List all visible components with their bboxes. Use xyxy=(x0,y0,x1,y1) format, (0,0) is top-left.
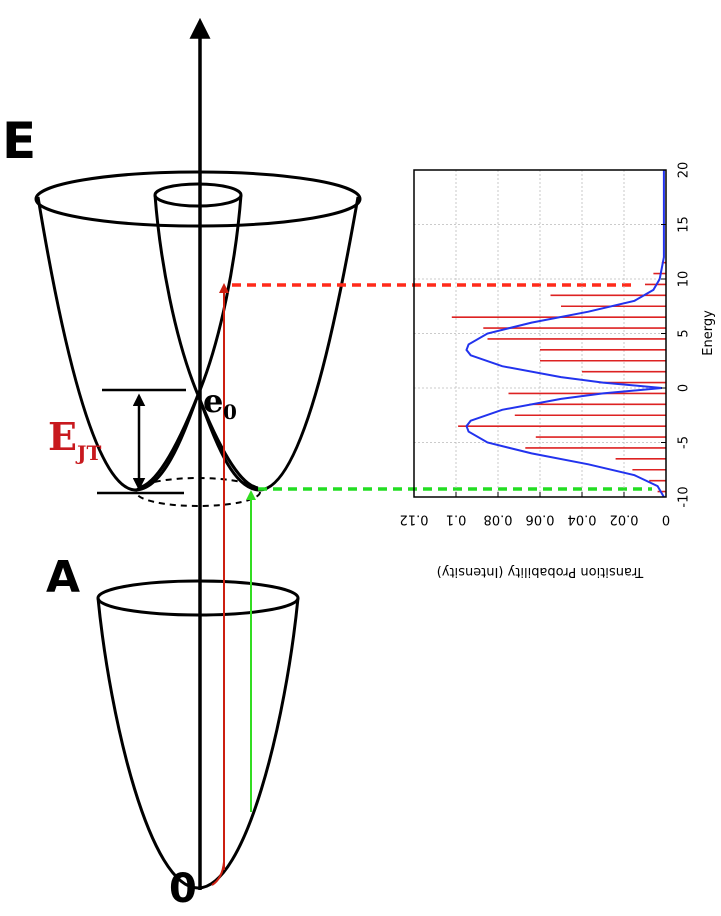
upper-outer-rim xyxy=(34,170,362,228)
energy-axis-label: E xyxy=(2,112,36,170)
intensity-tick-label: 0.02 xyxy=(610,512,639,527)
jt-energy-label-sub: JT xyxy=(75,441,101,465)
chart-energy-ticks: -10 -5 0 5 10 15 20 xyxy=(661,162,692,508)
origin-label: 0 xyxy=(169,866,197,912)
inner-cone-left xyxy=(153,194,259,490)
intensity-tick-label: 0 xyxy=(662,512,670,527)
crossing-label-sub: 0 xyxy=(223,400,237,424)
energy-tick-label: 15 xyxy=(677,216,692,233)
crossing-label-main: e xyxy=(203,382,223,420)
intensity-tick-label: 0.08 xyxy=(484,512,513,527)
chart-envelope-curve xyxy=(465,170,665,498)
lower-well xyxy=(96,597,300,890)
intensity-tick-label: 0.1 xyxy=(446,512,467,527)
intensity-tick-label: 0.04 xyxy=(568,512,597,527)
energy-tick-label: -10 xyxy=(677,486,692,507)
jt-energy-label: E JT xyxy=(48,414,101,465)
jt-energy-label-main: E xyxy=(48,414,77,459)
lower-state-label: A xyxy=(46,552,80,603)
trough-ring xyxy=(135,477,261,507)
energy-tick-label: 10 xyxy=(677,271,692,288)
chart-intensity-axis-label: Transition Probability (Intensity) xyxy=(437,564,645,579)
crossing-label: e 0 xyxy=(203,382,237,424)
upper-right-well xyxy=(196,196,360,492)
energy-tick-label: 0 xyxy=(677,384,692,392)
chart-energy-axis-label: Energy xyxy=(701,310,716,356)
energy-tick-label: 5 xyxy=(677,329,692,337)
upper-inner-rim xyxy=(153,182,243,208)
intensity-tick-label: 0.12 xyxy=(400,512,429,527)
energy-tick-label: -5 xyxy=(677,436,692,449)
spectrum-chart: -10 -5 0 5 10 15 20 0 0.02 0.04 0.06 0.08 0.1 0.12 E… xyxy=(400,162,716,579)
upper-left-well xyxy=(36,196,200,492)
chart-intensity-ticks: 0 0.02 0.04 0.06 0.08 0.1 0.12 xyxy=(400,492,670,527)
inner-cone-right xyxy=(137,194,243,490)
lower-rim xyxy=(96,579,300,617)
intensity-tick-label: 0.06 xyxy=(526,512,555,527)
energy-tick-label: 20 xyxy=(677,162,692,179)
